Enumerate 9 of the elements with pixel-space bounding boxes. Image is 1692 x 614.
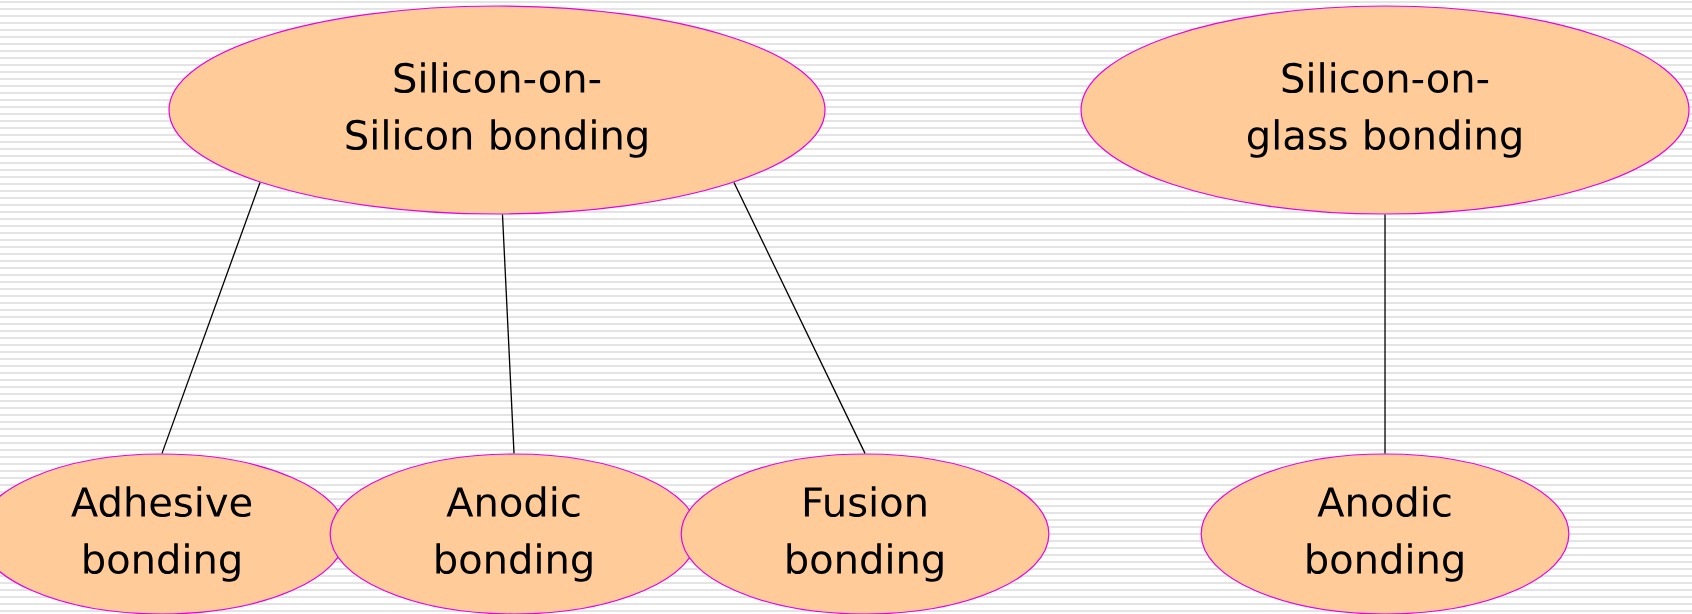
ellipse-node: Anodic bonding (1200, 453, 1570, 614)
ellipse-node: Fusion bonding (680, 453, 1050, 614)
connector-line (501, 213, 515, 455)
ellipse-node: Anodic bonding (329, 453, 699, 614)
ellipse-node: Silicon-on-Silicon bonding (168, 5, 826, 215)
connector-line (161, 181, 261, 455)
ellipse-node: Silicon-on-glass bonding (1080, 5, 1690, 215)
connector-line (1384, 213, 1386, 455)
connector-line (733, 181, 866, 455)
